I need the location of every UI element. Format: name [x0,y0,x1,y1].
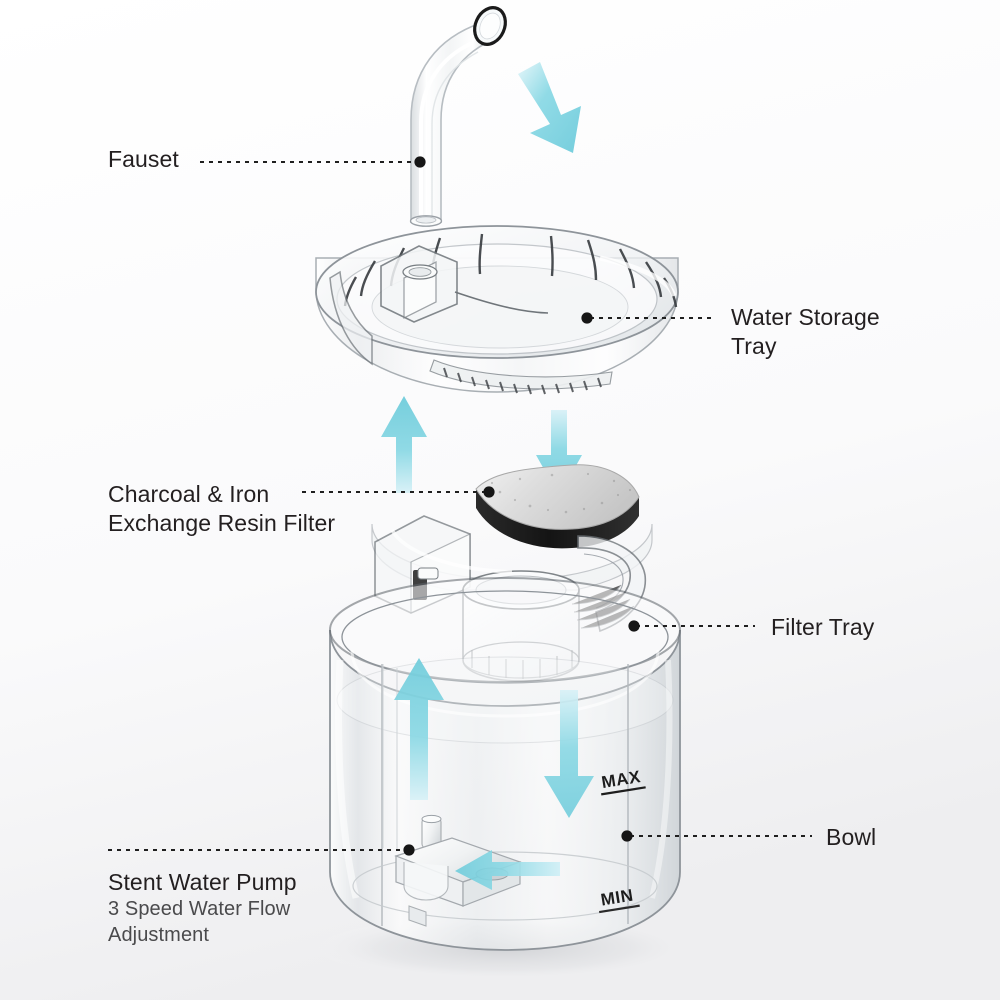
leader-dot-water-storage-tray [581,312,593,324]
leader-dot-bowl [621,830,633,842]
spout-outflow-arrow [518,62,581,153]
filter-top-surface [475,464,640,530]
tray-highlight [599,255,677,297]
label-fauset: Fauset [108,146,179,172]
tray-guard-wall [329,270,373,366]
label-bowl: Bowl [826,824,877,850]
leader-lines [108,161,812,851]
leader-dot-filter [483,486,495,498]
faucet-bottom-bore [415,216,437,224]
label-filter-tray: Filter Tray [771,614,875,640]
leader-dot-filter-tray [628,620,640,632]
tray-inlet-chamber [380,245,549,323]
bowl-inner-highlight [350,649,660,718]
bowl-part: MAX MIN [309,577,701,982]
filter-tray-highlight [390,529,513,574]
bowl-rim-outer [329,577,681,683]
tray-inflow-arrow [381,396,427,493]
filter-texture [490,472,632,514]
bowl-water-line [336,656,674,744]
bowl-level-markings: MAX MIN [599,767,646,914]
water-storage-tray-part [315,225,679,395]
bowl-floor-ring [352,851,658,921]
bowl-right-gloss [649,659,673,899]
bowl-left-gloss [335,659,360,899]
faucet-inner-edge [431,51,479,220]
leader-dot-fauset [414,156,426,168]
min-marking: MIN [599,886,635,910]
bowl-rim-inner [341,590,669,684]
bowl-return-arrow [544,690,594,818]
label-water-storage-tray: Water Storage Tray [731,304,880,360]
faucet-highlight [419,41,473,220]
label-stent-water-pump: Stent Water Pump [108,869,297,895]
label-charcoal-filter: Charcoal & Iron Exchange Resin Filter [108,481,336,537]
pump-intake-nozzle [403,862,449,901]
faucet-part [409,6,507,227]
leader-dots [403,156,640,856]
filter-charcoal-layer [476,489,639,549]
charcoal-filter-part [475,464,640,549]
tray-outlet-grate [429,359,613,395]
leader-dot-pump [403,844,415,856]
faucet-opening-inner [479,12,501,40]
pump-foot [408,905,427,927]
bowl-riser-arrow [394,658,444,800]
label-stent-water-pump-sub: 3 Speed Water Flow Adjustment [108,898,291,946]
pump-intake-arrow [455,850,560,890]
pump-riser-cap [421,814,442,824]
